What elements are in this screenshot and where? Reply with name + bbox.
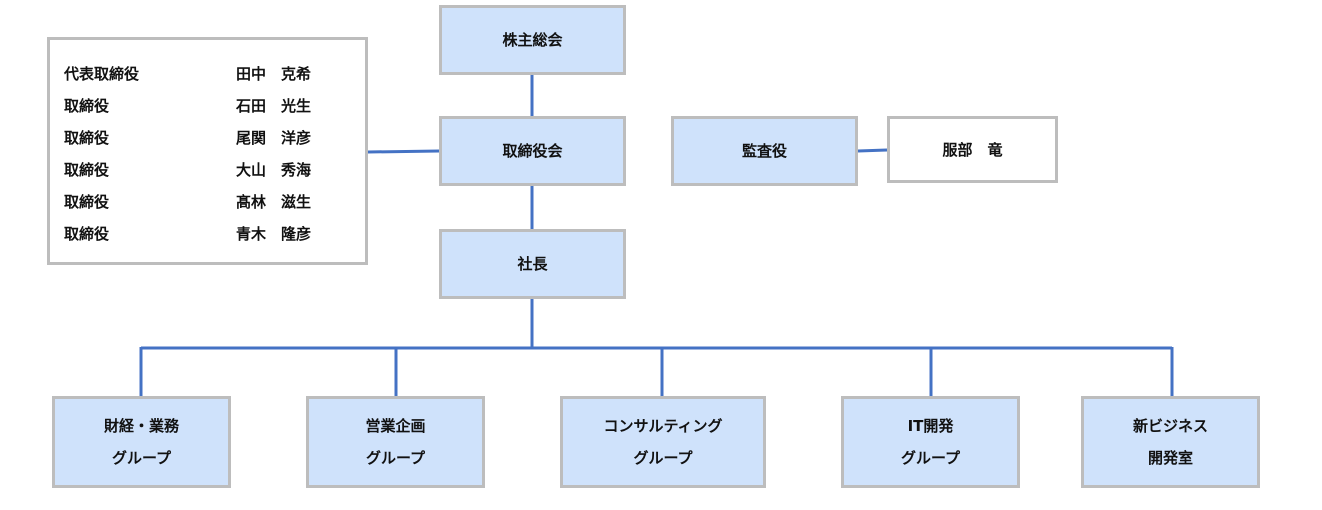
department-label-line1: IT開発 [907,417,954,435]
director-title: 代表取締役 [64,64,140,83]
director-row: 取締役 青木 隆彦 [50,217,365,249]
director-title: 取締役 [64,160,110,179]
shareholders-meeting-node: 株主総会 [439,5,626,75]
auditor-node: 監査役 [671,116,858,186]
director-row: 取締役 石田 光生 [50,89,365,121]
director-name: 髙林 滋生 [236,192,312,211]
department-label-line2: グループ [365,449,426,467]
director-name: 田中 克希 [236,64,312,83]
president-node: 社長 [439,229,626,299]
auditor-name-box: 服部 竜 [887,116,1058,183]
department-label-line1: 営業企画 [365,417,426,435]
department-node-finance: 財経・業務 グループ [52,396,231,488]
director-title: 取締役 [64,224,110,243]
node-label: 監査役 [741,142,787,160]
director-title: 取締役 [64,96,110,115]
department-node-consulting: コンサルティング グループ [560,396,766,488]
director-name: 石田 光生 [236,96,312,115]
director-name: 青木 隆彦 [236,224,312,243]
director-title: 取締役 [64,192,110,211]
director-row: 代表取締役 田中 克希 [50,57,365,89]
node-label: 株主総会 [502,31,563,49]
director-row: 取締役 尾関 洋彦 [50,121,365,153]
node-label: 社長 [517,255,548,273]
board-of-directors-node: 取締役会 [439,116,626,186]
department-label-line2: 開発室 [1147,449,1193,467]
connector-directors-board [367,149,440,154]
department-label-line1: コンサルティング [603,417,723,435]
department-label-line2: グループ [111,449,172,467]
director-row: 取締役 大山 秀海 [50,153,365,185]
director-row: 取締役 髙林 滋生 [50,185,365,217]
director-name: 尾関 洋彦 [236,128,312,147]
department-label-line2: グループ [633,449,693,467]
department-node-it-development: IT開発 グループ [841,396,1020,488]
department-label-line2: グループ [900,449,961,467]
department-node-new-business: 新ビジネス 開発室 [1081,396,1260,488]
director-list: 代表取締役 田中 克希 取締役 石田 光生 取締役 尾関 洋彦 取締役 大山 秀… [47,37,368,265]
department-label-line1: 財経・業務 [103,417,179,435]
connector-auditor-name [857,148,888,153]
director-name: 大山 秀海 [236,160,312,179]
department-node-sales-planning: 営業企画 グループ [306,396,485,488]
node-label: 取締役会 [502,142,563,160]
auditor-name: 服部 竜 [942,140,1003,159]
department-label-line1: 新ビジネス [1132,417,1208,435]
director-title: 取締役 [64,128,110,147]
